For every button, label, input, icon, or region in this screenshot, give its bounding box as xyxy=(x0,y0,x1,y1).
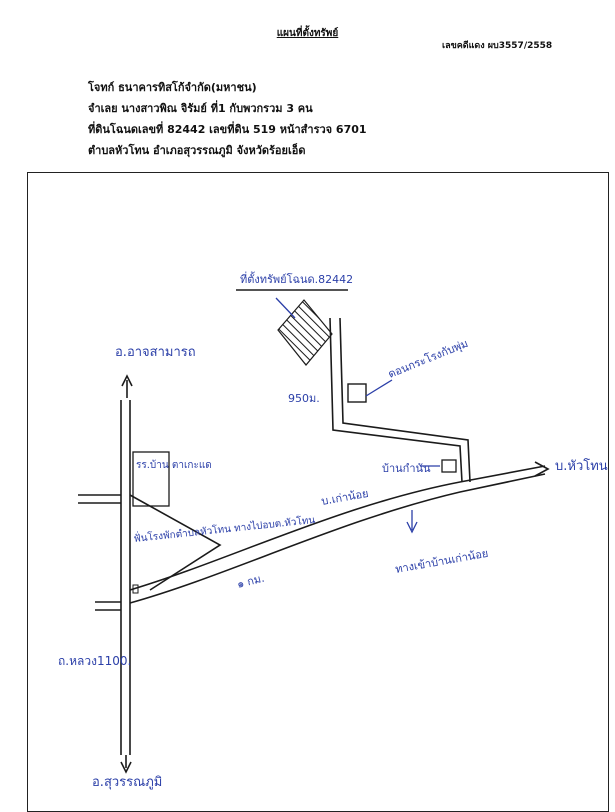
village-road-label: บ.เก่าน้อย xyxy=(320,487,369,508)
route-number-label: ถ.หลวง1100. xyxy=(58,654,131,668)
plaintiff-line: โจทก์ ธนาคารทิสโก้จำกัด(มหาชน) xyxy=(88,81,257,94)
defendant-line: จำเลย นางสาวพิณ จิรัมย์ ที่1 กับพวกรวม 3… xyxy=(88,102,313,115)
page-title: แผนที่ตั้งทรัพย์ xyxy=(276,28,339,39)
lane-distance-label: 950ม. xyxy=(288,392,320,405)
headman-house-label: บ้านกำนัน xyxy=(382,462,431,475)
north-destination-label: อ.อาจสามารถ xyxy=(115,345,196,360)
poultry-farm-label: ดอนกระโรงกับพุ่ม xyxy=(386,336,470,381)
turn-in-label: ทางเข้าบ้านเก่าน้อย xyxy=(394,547,489,576)
west-road xyxy=(78,494,121,504)
land-deed-line: ที่ดินโฉนดเลขที่ 82442 เลขที่ดิน 519 หน้… xyxy=(88,123,367,136)
main-distance-label: ๑ กม. xyxy=(236,572,266,591)
lane-to-property xyxy=(329,317,471,483)
school-box xyxy=(132,451,170,507)
property-label: ที่ตั้งทรัพย์โฉนด.82442 xyxy=(240,271,353,286)
school-label: รร.บ้าน ตาเกะแด xyxy=(136,459,212,471)
headman-house-box xyxy=(441,459,457,473)
south-destination-label: อ.สุวรรณภูมิ xyxy=(92,775,162,790)
junction-note: ฟั่นโรงพักตำบลหัวโทน ทางไปอบต.หัวโทน xyxy=(133,512,316,545)
case-number: เลขคดีแดง ผบ3557/2558 xyxy=(442,41,553,51)
road-to-hua-thon xyxy=(95,461,550,611)
main-road-north-south xyxy=(120,374,133,774)
property-plot xyxy=(277,299,333,366)
poultry-farm-box xyxy=(347,383,367,403)
east-destination-label: บ.หัวโทน xyxy=(555,458,608,474)
location-line: ตำบลหัวโทน อำเภอสุวรรณภูมิ จังหวัดร้อยเอ… xyxy=(88,144,306,157)
